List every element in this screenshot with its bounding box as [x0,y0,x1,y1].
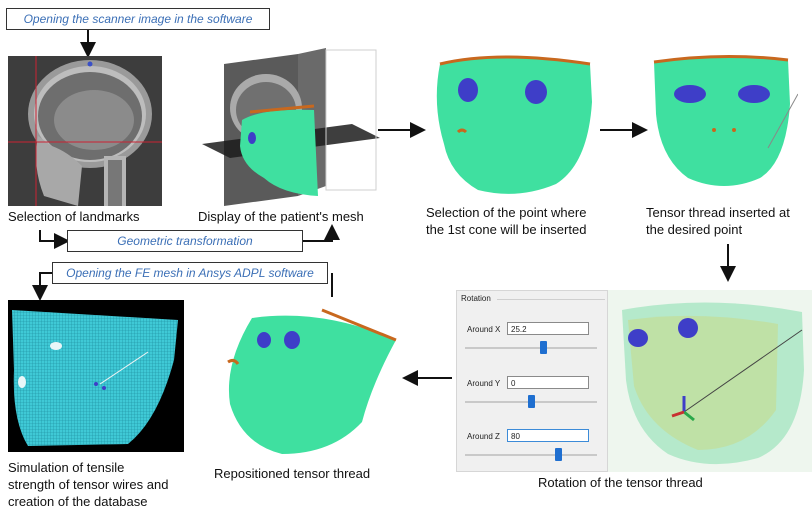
ct-scan-image [8,56,162,206]
around-z-input[interactable]: 80 [507,429,589,442]
around-x-slider-track[interactable] [465,347,597,349]
rotation-3d-view [608,290,812,472]
around-z-label: Around Z [467,432,500,441]
step-box-geometric-label: Geometric transformation [117,234,252,248]
tensor-inserted-image [648,44,798,196]
caption-point-line1: Selection of the point where [426,205,586,221]
step-box-scanner-label: Opening the scanner image in the softwar… [24,12,253,26]
caption-landmarks: Selection of landmarks [8,209,140,225]
around-x-slider-thumb[interactable] [540,341,547,354]
around-y-input[interactable]: 0 [507,376,589,389]
step-box-geometric: Geometric transformation [67,230,303,252]
arrow-fe-to-simulation [40,273,52,297]
step-box-fe-mesh: Opening the FE mesh in Ansys ADPL softwa… [52,262,328,284]
around-y-label: Around Y [467,379,500,388]
caption-tensor-line1: Tensor thread inserted at [646,205,790,221]
caption-point-line2: the 1st cone will be inserted [426,222,586,238]
fe-simulation-image [8,300,184,452]
around-x-label: Around X [467,325,500,334]
caption-sim-line3: creation of the database [8,494,148,510]
caption-rotation: Rotation of the tensor thread [538,475,703,491]
arrow-landmarks-to-transform [40,230,66,241]
step-box-scanner: Opening the scanner image in the softwar… [6,8,270,30]
patient-mesh-image [202,46,380,206]
caption-repositioned: Repositioned tensor thread [214,466,370,482]
caption-sim-line2: strength of tensor wires and [8,477,168,493]
around-y-slider-thumb[interactable] [528,395,535,408]
arrow-transform-to-mesh [303,228,332,241]
step-box-fe-mesh-label: Opening the FE mesh in Ansys ADPL softwa… [66,266,314,280]
rotation-dialog: Rotation Around X 25.2 Around Y 0 Around… [456,290,608,472]
around-x-input[interactable]: 25.2 [507,322,589,335]
rotation-divider [497,299,605,300]
around-z-slider-track[interactable] [465,454,597,456]
rotation-title: Rotation [461,294,491,303]
caption-tensor-line2: the desired point [646,222,742,238]
around-z-slider-thumb[interactable] [555,448,562,461]
caption-mesh: Display of the patient's mesh [198,209,364,225]
repositioned-image [212,304,402,460]
point-selection-image [428,44,598,196]
caption-sim-line1: Simulation of tensile [8,460,124,476]
